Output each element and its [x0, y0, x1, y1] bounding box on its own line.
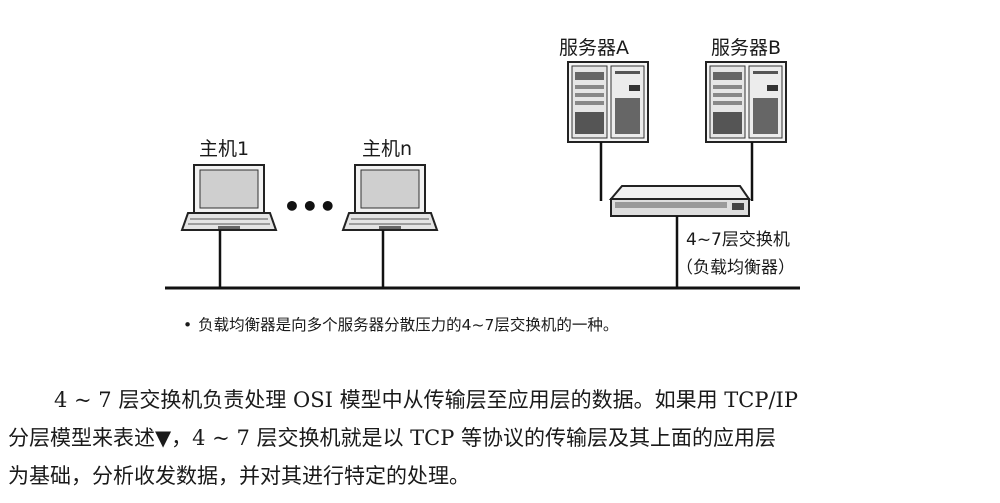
server-icon	[705, 61, 787, 143]
laptop-icon	[180, 164, 278, 231]
switch-device	[608, 185, 751, 217]
caption-bullet: •	[183, 316, 193, 334]
server-a: 服务器A	[559, 37, 649, 143]
host-1-label: 主机1	[199, 138, 249, 160]
paragraph-line-1: 4 ~ 7 层交换机负责处理 OSI 模型中从传输层至应用层的数据。如果用 TC…	[54, 388, 798, 412]
server-b: 服务器B	[705, 37, 787, 143]
paragraph-line-3: 为基础，分析收发数据，并对其进行特定的处理。	[8, 464, 470, 488]
paragraph-line-2: 分层模型来表述▼，4 ~ 7 层交换机就是以 TCP 等协议的传输层及其上面的应…	[8, 426, 777, 450]
server-b-label: 服务器B	[711, 37, 781, 59]
laptop-icon	[341, 164, 439, 231]
server-a-label: 服务器A	[559, 37, 629, 59]
switch-sublabel: （负载均衡器）	[676, 258, 795, 278]
switch-label: 4~7层交换机	[686, 230, 790, 250]
server-icon	[567, 61, 649, 143]
ellipsis-dots: •••	[283, 190, 337, 223]
host-1: 主机1	[180, 138, 278, 231]
host-n: 主机n	[341, 138, 439, 231]
body-paragraph: 4 ~ 7 层交换机负责处理 OSI 模型中从传输层至应用层的数据。如果用 TC…	[8, 381, 998, 495]
figure-caption: • 负载均衡器是向多个服务器分散压力的4~7层交换机的一种。	[183, 313, 618, 335]
host-n-label: 主机n	[362, 138, 412, 160]
caption-text: 负载均衡器是向多个服务器分散压力的4~7层交换机的一种。	[198, 316, 619, 334]
